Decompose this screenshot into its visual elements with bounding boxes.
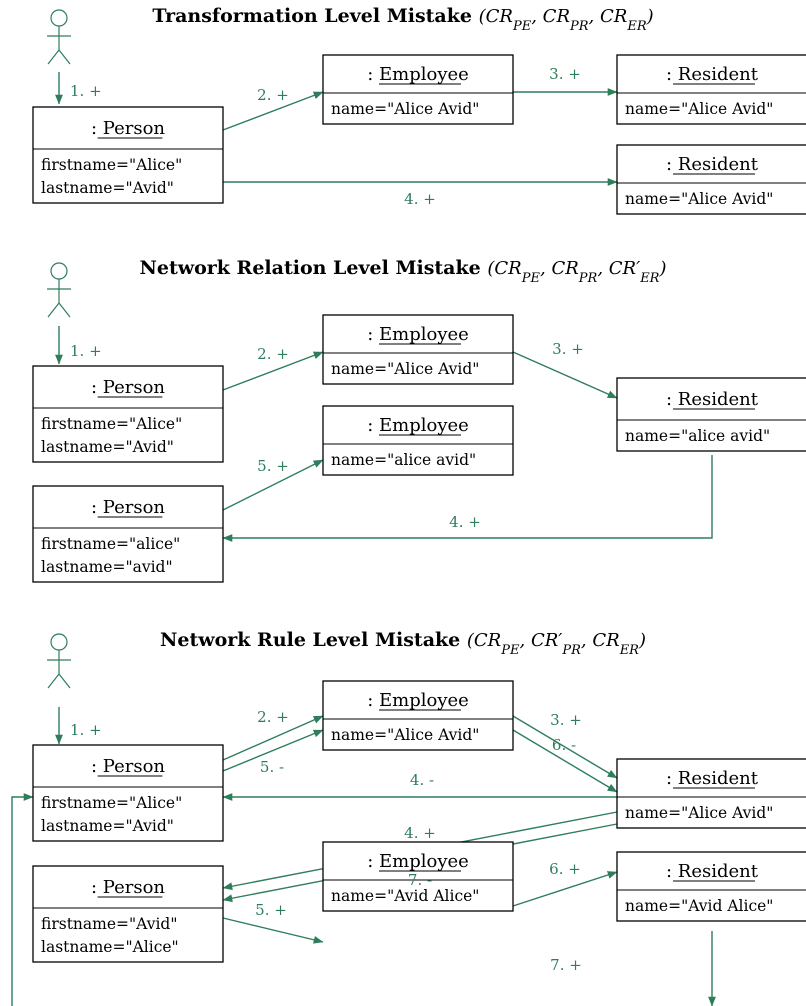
object-attribute: name="Avid Alice" — [331, 887, 479, 905]
edge-label: 2. + — [257, 86, 289, 104]
object-attribute: name="Alice Avid" — [625, 100, 773, 118]
actor-icon — [47, 9, 71, 65]
object-title: : Employee — [367, 415, 469, 436]
object-resident: : Resident name="alice avid" — [616, 377, 806, 452]
object-attribute: name="alice avid" — [625, 427, 770, 445]
edge-label: 3. + — [549, 65, 581, 83]
object-title: : Person — [91, 497, 165, 518]
object-attribute: lastname="Alice" — [41, 938, 179, 956]
edge-arrow — [512, 351, 618, 399]
object-attribute: name="Alice Avid" — [625, 804, 773, 822]
object-attribute: lastname="Avid" — [41, 179, 174, 197]
edge-label: 2. + — [257, 345, 289, 363]
edge-label: 7. - — [408, 871, 432, 889]
object-attribute: lastname="Avid" — [41, 817, 174, 835]
object-resident-1: : Resident name="Alice Avid" — [616, 758, 806, 829]
object-employee-2: : Employee name="alice avid" — [322, 405, 514, 476]
object-title: : Employee — [367, 64, 469, 85]
object-attribute: name="Avid Alice" — [625, 897, 773, 915]
edge-label: 6. + — [549, 860, 581, 878]
edge-arrow — [512, 715, 618, 779]
edge-label: 1. + — [70, 82, 102, 100]
object-attribute: lastname="avid" — [41, 558, 173, 576]
object-person-1: : Person firstname="Alice" lastname="Avid" — [32, 744, 224, 842]
object-attribute: firstname="Alice" — [41, 415, 182, 433]
edge-label: 4. + — [404, 824, 436, 842]
object-person-1: : Person firstname="Alice" lastname="Avid" — [32, 365, 224, 463]
object-attribute: name="Alice Avid" — [331, 100, 479, 118]
object-attribute: name="alice avid" — [331, 451, 476, 469]
edge-label: 5. + — [255, 901, 287, 919]
object-employee: : Employee name="Alice Avid" — [322, 54, 514, 125]
object-attribute: firstname="Avid" — [41, 915, 177, 933]
edge-arrow — [222, 715, 324, 761]
object-title: : Person — [91, 877, 165, 898]
link-arrow — [11, 793, 34, 1006]
object-attribute: name="Alice Avid" — [331, 726, 479, 744]
actor-icon — [47, 633, 71, 689]
edge-label: 3. + — [550, 711, 582, 729]
edge-arrow — [222, 729, 324, 772]
edge-arrow — [222, 91, 324, 131]
object-title: : Resident — [666, 389, 759, 410]
edge-arrow — [512, 729, 618, 793]
object-attribute: firstname="Alice" — [41, 794, 182, 812]
object-attribute: name="Alice Avid" — [625, 190, 773, 208]
object-resident-2: : Resident name="Avid Alice" — [616, 851, 806, 922]
object-person-2: : Person firstname="alice" lastname="avid" — [32, 485, 224, 583]
object-person: : Person firstname="Alice" lastname="Avid" — [32, 106, 224, 204]
object-person-2: : Person firstname="Avid" lastname="Alice" — [32, 865, 224, 963]
edge-arrow — [222, 917, 324, 944]
edge-label: 1. + — [70, 342, 102, 360]
section-title: Network Relation Level Mistake (CRPE, CR… — [140, 257, 667, 286]
edge-label: 6. - — [552, 736, 576, 754]
object-attribute: name="Alice Avid" — [331, 360, 479, 378]
object-employee-1: : Employee name="Alice Avid" — [322, 314, 514, 385]
object-title: : Employee — [367, 690, 469, 711]
object-employee-1: : Employee name="Alice Avid" — [322, 680, 514, 751]
edge-label: 4. - — [410, 771, 434, 789]
object-attribute: firstname="alice" — [41, 535, 180, 553]
object-title: : Employee — [367, 851, 469, 872]
edge-arrow — [512, 871, 618, 907]
edge-label: 4. + — [404, 190, 436, 208]
object-attribute: lastname="Avid" — [41, 438, 174, 456]
edge-label: 4. + — [449, 513, 481, 531]
edge-arrow — [222, 351, 324, 391]
edge-label: 7. + — [550, 956, 582, 974]
object-title: : Resident — [666, 154, 759, 175]
object-title: : Person — [91, 118, 165, 139]
edge-label: 5. + — [257, 457, 289, 475]
edge-label: 5. - — [260, 758, 284, 776]
object-title: : Resident — [666, 64, 759, 85]
edge-label: 3. + — [552, 340, 584, 358]
section-title: Transformation Level Mistake (CRPE, CRPR… — [152, 5, 653, 34]
section-title: Network Rule Level Mistake (CRPE, CR′PR,… — [160, 629, 646, 658]
edge-arrow — [222, 455, 713, 542]
object-employee-2: : Employee name="Avid Alice" — [322, 841, 514, 912]
object-resident-1: : Resident name="Alice Avid" — [616, 54, 806, 125]
object-title: : Employee — [367, 324, 469, 345]
edge-label: 1. + — [70, 721, 102, 739]
actor-icon — [47, 262, 71, 318]
edge-arrow — [222, 459, 324, 511]
object-title: : Resident — [666, 768, 759, 789]
object-attribute: firstname="Alice" — [41, 156, 182, 174]
object-resident-2: : Resident name="Alice Avid" — [616, 144, 806, 215]
object-title: : Resident — [666, 861, 759, 882]
object-title: : Person — [91, 756, 165, 777]
object-title: : Person — [91, 377, 165, 398]
edge-label: 2. + — [257, 708, 289, 726]
